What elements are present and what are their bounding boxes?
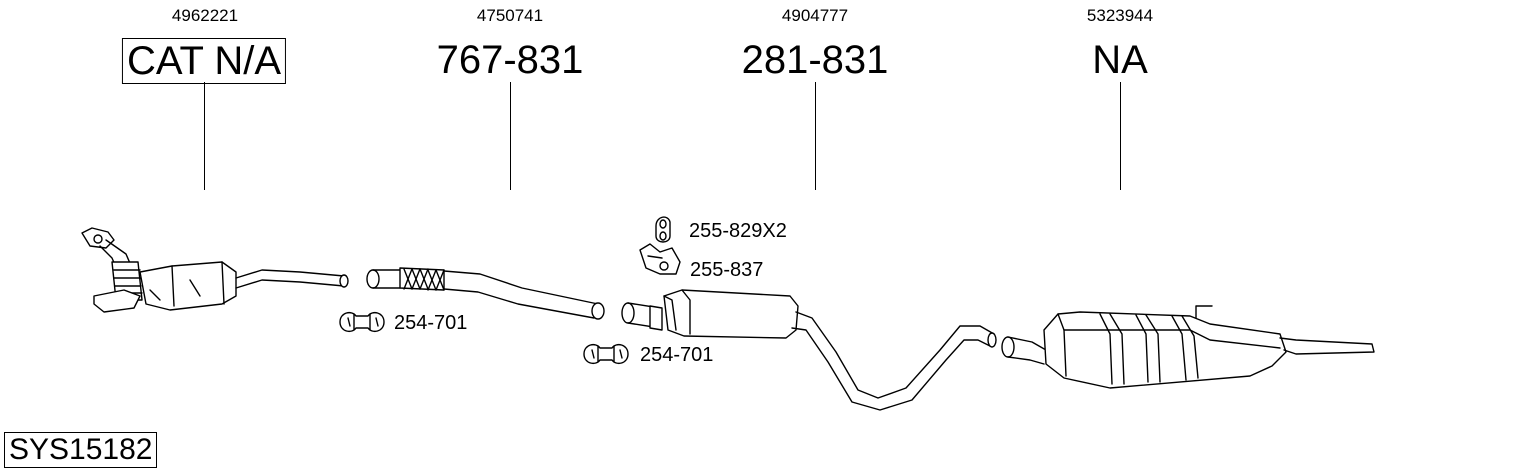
oem-number-rear-silencer: 5323944 <box>1086 6 1154 25</box>
part-number-rear-silencer[interactable]: NA <box>1092 38 1148 82</box>
label-clamp-1[interactable]: 254-701 <box>394 312 468 334</box>
oem-number-front-pipe: 4750741 <box>476 6 544 25</box>
middle-silencer-drawing <box>621 289 997 411</box>
leader-line-cat <box>204 82 205 190</box>
label-bracket[interactable]: 255-837 <box>690 259 764 281</box>
clamp-icon-2 <box>583 343 629 365</box>
label-rubber-mount[interactable]: 255-829X2 <box>689 220 787 242</box>
leader-line-middle-silencer <box>815 82 816 190</box>
bracket-icon <box>639 243 681 275</box>
oem-number-middle-silencer: 4904777 <box>781 6 849 25</box>
rubber-mount-icon <box>655 216 671 243</box>
leader-line-rear-silencer <box>1120 82 1121 190</box>
rear-silencer-drawing <box>1001 305 1375 389</box>
system-code-badge: SYS15182 <box>4 432 158 468</box>
label-clamp-2[interactable]: 254-701 <box>640 344 714 366</box>
oem-number-cat: 4962221 <box>171 6 239 25</box>
part-number-middle-silencer[interactable]: 281-831 <box>741 38 889 82</box>
front-pipe-drawing <box>366 267 605 320</box>
catalytic-converter-drawing <box>81 227 349 313</box>
leader-line-front-pipe <box>510 82 511 190</box>
part-number-front-pipe[interactable]: 767-831 <box>436 38 584 82</box>
part-number-cat[interactable]: CAT N/A <box>121 38 287 84</box>
clamp-icon-1 <box>339 311 385 333</box>
